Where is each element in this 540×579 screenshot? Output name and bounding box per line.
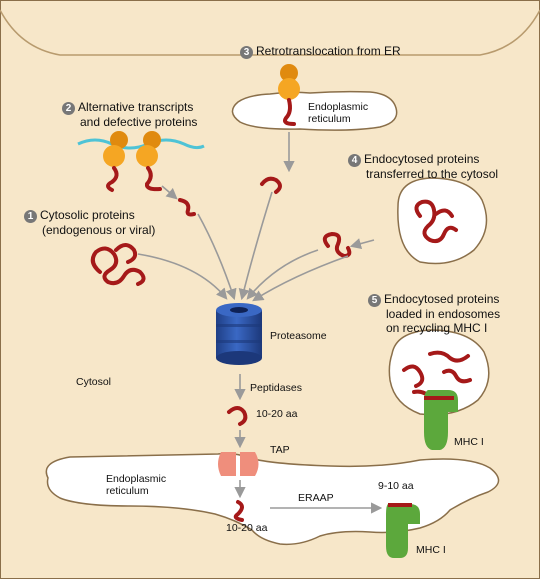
step-1-line1: Cytosolic proteins bbox=[40, 208, 135, 222]
step-5-line1: Endocytosed proteins bbox=[384, 292, 500, 306]
nascent-peptide-right bbox=[144, 166, 162, 192]
cytosolic-protein-tangle bbox=[90, 243, 146, 286]
proteasome-label: Proteasome bbox=[270, 330, 327, 342]
step-4-badge: 4 bbox=[348, 154, 361, 167]
endosome-protein-tangle bbox=[414, 199, 458, 244]
peptide-after-proteasome bbox=[227, 406, 248, 426]
tap-label: TAP bbox=[270, 444, 290, 456]
step-3-text: Retrotranslocation from ER bbox=[256, 44, 401, 58]
step-4-line2: transferred to the cytosol bbox=[366, 167, 499, 181]
step-2-line1: Alternative transcripts bbox=[78, 100, 194, 114]
step-2-line2: and defective proteins bbox=[80, 115, 198, 129]
cell-membrane bbox=[0, 9, 540, 56]
lower-er bbox=[45, 452, 500, 546]
mhc-er bbox=[386, 503, 420, 558]
er-top-line1: Endoplasmic bbox=[308, 101, 369, 113]
peptidases-label: Peptidases bbox=[250, 382, 302, 394]
step-5-line2: loaded in endosomes bbox=[386, 307, 501, 321]
step-2-badge: 2 bbox=[62, 102, 75, 115]
mhc-er-label: MHC I bbox=[416, 544, 446, 556]
step-1-badge: 1 bbox=[24, 210, 37, 223]
peptide-length-upper: 10-20 aa bbox=[256, 408, 298, 420]
endosome-step4 bbox=[397, 177, 488, 265]
mhc-endosome-label: MHC I bbox=[454, 436, 484, 448]
peptide-length-final: 9-10 aa bbox=[378, 480, 414, 492]
transferred-peptide bbox=[322, 231, 352, 259]
er-bottom-line2: reticulum bbox=[106, 485, 149, 497]
er-top-label: Endoplasmic reticulum bbox=[308, 101, 368, 125]
ribosome-right bbox=[136, 131, 161, 167]
mhc-endosome bbox=[424, 390, 458, 450]
cytosol-label: Cytosol bbox=[76, 376, 112, 388]
step-4-line1: Endocytosed proteins bbox=[364, 152, 480, 166]
er-peptide bbox=[283, 98, 296, 126]
er-bottom-label: Endoplasmic reticulum bbox=[106, 473, 166, 497]
peptide-length-lower: 10-20 aa bbox=[226, 522, 268, 534]
eraap-label: ERAAP bbox=[298, 492, 334, 504]
step-5-line3: on recycling MHC I bbox=[386, 321, 488, 335]
retrotranslocated-peptide bbox=[260, 176, 282, 194]
ribosome-er bbox=[278, 64, 300, 100]
step-3-badge: 3 bbox=[240, 46, 253, 59]
flow-arrows bbox=[137, 132, 383, 514]
step-5-badge: 5 bbox=[368, 294, 381, 307]
proteasome bbox=[216, 303, 262, 365]
peptide-in-er bbox=[233, 500, 244, 522]
ribosome-left bbox=[103, 131, 128, 167]
defective-protein-fragment bbox=[178, 198, 196, 217]
nascent-peptide-left bbox=[106, 166, 119, 192]
tap-transporter bbox=[218, 452, 259, 476]
step-1-line2: (endogenous or viral) bbox=[42, 223, 156, 237]
er-bottom-line1: Endoplasmic bbox=[106, 473, 167, 485]
er-top-line2: reticulum bbox=[308, 113, 351, 125]
